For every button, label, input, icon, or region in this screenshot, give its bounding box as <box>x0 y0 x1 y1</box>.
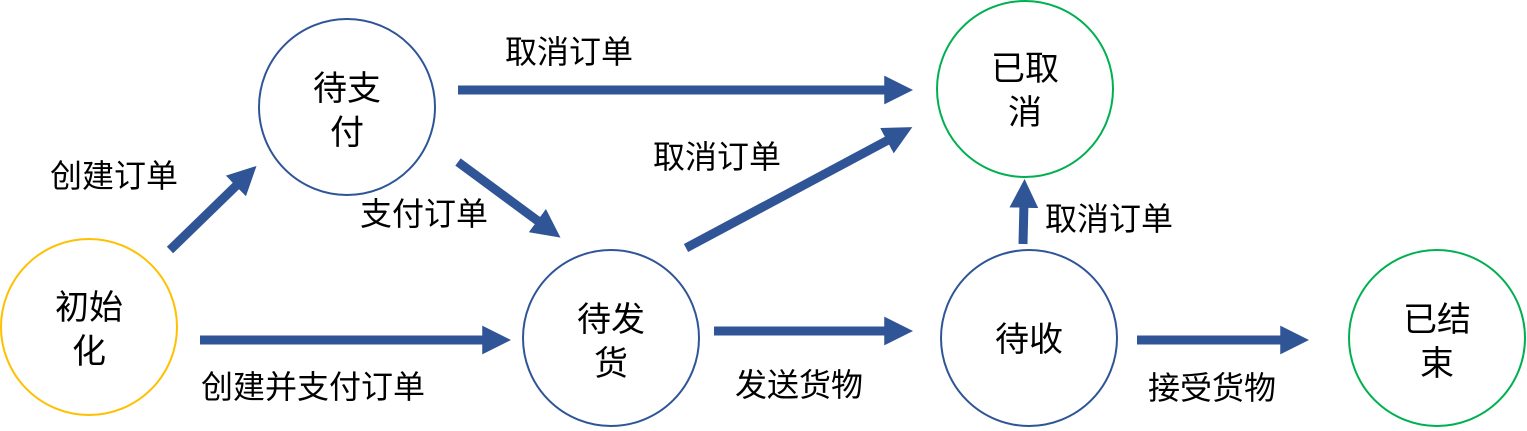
node-cancelled-label-line2: 消 <box>1008 93 1042 133</box>
edge-pay-order-label: 支付订单 <box>360 195 488 233</box>
edge-cancel-from-receipt-label: 取消订单 <box>1045 200 1173 238</box>
edge-create-order-arrow <box>166 165 257 254</box>
node-init: 初始 化 <box>0 238 178 416</box>
node-pending-payment-label-line1: 待支 <box>313 69 381 109</box>
edge-cancel-from-shipment-arrow <box>683 127 913 252</box>
node-completed-circle <box>1348 249 1526 427</box>
edge-create-order-label: 创建订单 <box>50 157 178 195</box>
edge-pay-order-arrow <box>455 158 561 238</box>
edge-cancel-from-payment-label: 取消订单 <box>505 33 633 71</box>
node-completed: 已结 束 <box>1348 249 1526 427</box>
node-cancelled-circle <box>936 0 1114 178</box>
node-pending-shipment-label-line2: 货 <box>594 344 628 384</box>
node-pending-payment: 待支 付 <box>258 18 436 196</box>
edge-create-and-pay-label: 创建并支付订单 <box>201 368 425 406</box>
node-pending-receipt-circle <box>940 249 1118 427</box>
node-cancelled: 已取 消 <box>936 0 1114 178</box>
node-init-label-line1: 初始 <box>55 288 123 328</box>
node-pending-shipment-circle <box>522 249 700 427</box>
node-completed-label-line1: 已结 <box>1403 300 1471 340</box>
node-pending-payment-label-line2: 付 <box>330 113 364 153</box>
node-cancelled-label-line1: 已取 <box>991 49 1059 89</box>
node-pending-shipment: 待发 货 <box>522 249 700 427</box>
node-pending-receipt: 待收 <box>940 249 1118 427</box>
edge-accept-goods-label: 接受货物 <box>1148 369 1276 407</box>
edge-cancel-from-shipment-label: 取消订单 <box>653 138 781 176</box>
node-pending-payment-circle <box>258 18 436 196</box>
edge-ship-goods-label: 发送货物 <box>735 366 863 404</box>
node-init-circle <box>0 238 178 416</box>
edge-cancel-from-receipt-arrow <box>1009 178 1039 245</box>
node-pending-shipment-label-line1: 待发 <box>577 300 645 340</box>
node-pending-receipt-label: 待收 <box>995 320 1063 360</box>
node-init-label-line2: 化 <box>72 332 106 372</box>
node-completed-label-line2: 束 <box>1420 344 1454 384</box>
